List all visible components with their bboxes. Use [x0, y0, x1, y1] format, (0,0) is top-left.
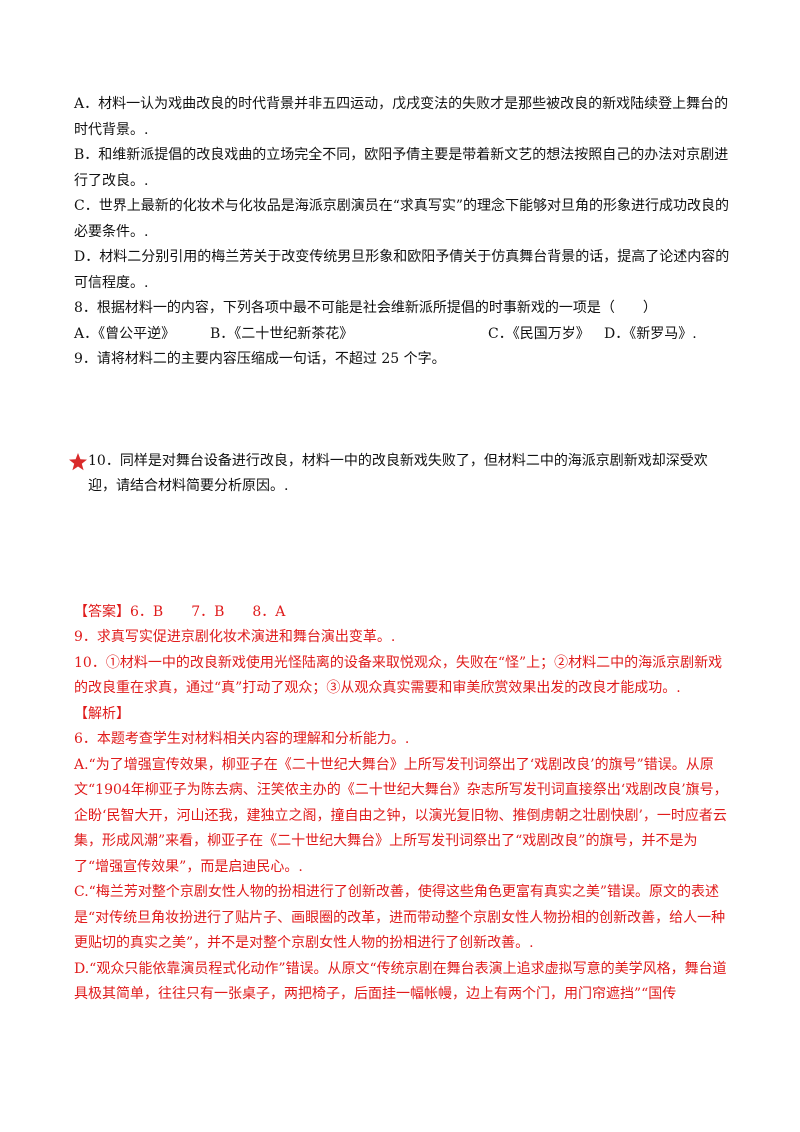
q10-block: 10．同样是对舞台设备进行改良，材料一中的改良新戏失败了，但材料二中的海派京剧新… — [69, 449, 730, 500]
q8-option-d: D．《新罗马》. — [604, 325, 697, 342]
q10-stem: 10．同样是对舞台设备进行改良，材料一中的改良新戏失败了，但材料二中的海派京剧新… — [88, 452, 708, 495]
q7-option-d: D．材料二分别引用的梅兰芳关于改变传统男旦形象和欧阳予倩关于仿真舞台背景的话，提… — [74, 249, 730, 291]
q8-option-b: B．《二十世纪新茶花》 — [210, 325, 354, 342]
red-star-icon — [69, 452, 87, 470]
q8-stem: 8．根据材料一的内容，下列各项中最不可能是社会维新派所提倡的时事新戏的一项是（ … — [74, 300, 657, 316]
analysis-header: 【解析】 — [74, 705, 130, 722]
answer-10: 10．①材料一中的改良新戏使用光怪陆离的设备来取悦观众，失败在“怪”上；②材料二… — [74, 654, 723, 697]
q7-option-c: C．世界上最新的化妆术与化妆品是海派京剧演员在“求真写实”的理念下能够对旦角的形… — [74, 198, 730, 240]
analysis-option-d: D.“观众只能依靠演员程式化动作”错误。从原文“传统京剧在舞台表演上追求虚拟写意… — [74, 960, 727, 1003]
q9-stem: 9．请将材料二的主要内容压缩成一句话，不超过 25 个字。 — [74, 351, 446, 367]
analysis-option-a: A.“为了增强宣传效果，柳亚子在《二十世纪大舞台》上所写发刊词祭出了‘戏剧改良’… — [74, 756, 728, 875]
q7-option-a: A．材料一认为戏曲改良的时代背景并非五四运动，戊戌变法的失败才是那些被改良的新戏… — [74, 96, 729, 138]
q8-options: A．《曾公平逆》 B．《二十世纪新茶花》 C．《民国万岁》 D．《新罗马》. — [74, 322, 730, 348]
document-page: A．材料一认为戏曲改良的时代背景并非五四运动，戊戌变法的失败才是那些被改良的新戏… — [69, 92, 730, 1008]
q7-option-b: B．和维新派提倡的改良戏曲的立场完全不同，欧阳予倩主要是带着新文艺的想法按照自己… — [74, 147, 729, 189]
q8-option-c: C．《民国万岁》 — [488, 325, 590, 342]
q8-option-a: A．《曾公平逆》 — [74, 325, 176, 342]
analysis-option-c: C.“梅兰芳对整个京剧女性人物的扮相进行了创新改善，使得这些角色更富有真实之美”… — [74, 884, 726, 951]
answer-9: 9．求真写实促进京剧化妆术演进和舞台演出变革。. — [74, 629, 396, 645]
answer-header: 【答案】6．B 7．B 8．A — [74, 603, 286, 620]
analysis-intro: 6．本题考查学生对材料相关内容的理解和分析能力。. — [74, 731, 410, 747]
